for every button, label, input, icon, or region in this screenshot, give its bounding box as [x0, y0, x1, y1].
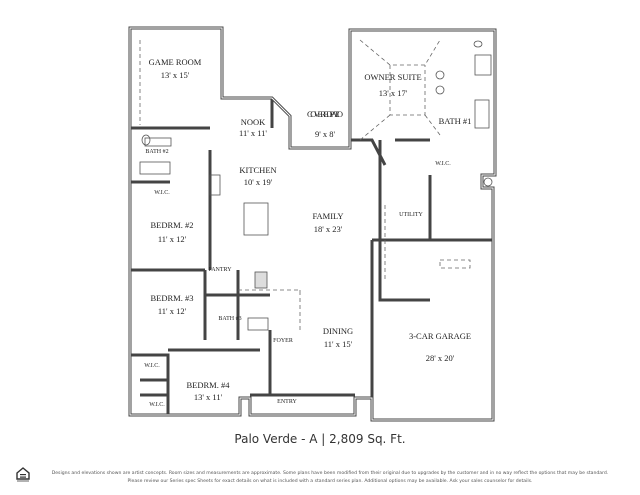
svg-text:3-CAR GARAGE: 3-CAR GARAGE [409, 331, 471, 341]
room-name: COVERED PATIO [307, 109, 343, 119]
room-name: W.I.C. [149, 402, 165, 408]
room-size: 18' x 23' [314, 224, 343, 234]
room-size: 11' x 15' [324, 339, 353, 349]
svg-text:BEDRM. #4: BEDRM. #4 [187, 380, 231, 390]
plan-title: Palo Verde - A | 2,809 Sq. Ft. [234, 432, 406, 446]
room-name: KITCHEN [239, 165, 276, 175]
room-name: ENTRY [277, 399, 297, 405]
room-name: FOYER [273, 338, 293, 344]
svg-text:11' x 11': 11' x 11' [239, 128, 267, 138]
svg-text:W.I.C.: W.I.C. [144, 363, 160, 369]
svg-text:11' x 12': 11' x 12' [158, 306, 187, 316]
svg-text:28' x 20': 28' x 20' [426, 353, 455, 363]
svg-text:COVERED PATIO: COVERED PATIO [307, 109, 343, 119]
svg-text:BATH #2: BATH #2 [145, 149, 168, 155]
svg-text:11' x 15': 11' x 15' [324, 339, 353, 349]
svg-text:W.I.C.: W.I.C. [154, 190, 170, 196]
fixtures [139, 40, 493, 331]
room-size: 13' x 17' [379, 88, 408, 98]
room-size: 11' x 12' [158, 234, 187, 244]
room-size: 13' x 11' [194, 392, 223, 402]
svg-text:13' x 11': 13' x 11' [194, 392, 223, 402]
room-name: W.I.C. [154, 190, 170, 196]
room-labels: GAME ROOM 13' x 15' NOOK 11' x 11' COVER… [144, 57, 471, 408]
room-size: 11' x 11' [239, 128, 267, 138]
room-size: 10' x 19' [244, 177, 273, 187]
room-name: W.I.C. [435, 161, 451, 167]
disclaimer-line-1: Designs and elevations shown are artist … [51, 471, 609, 476]
svg-text:KITCHEN: KITCHEN [239, 165, 276, 175]
room-name: BATH #1 [439, 116, 472, 126]
room-name: BATH #2 [145, 149, 168, 155]
svg-text:GAME ROOM: GAME ROOM [149, 57, 202, 67]
svg-text:11' x 12': 11' x 12' [158, 234, 187, 244]
room-size: 28' x 20' [426, 353, 455, 363]
svg-text:W.I.C.: W.I.C. [435, 161, 451, 167]
svg-text:W.I.C.: W.I.C. [149, 402, 165, 408]
room-name: BEDRM. #2 [151, 220, 194, 230]
svg-text:10' x 19': 10' x 19' [244, 177, 273, 187]
room-size: 9' x 8' [315, 129, 336, 139]
kitchen-island [243, 202, 269, 236]
room-name: BEDRM. #3 [151, 293, 194, 303]
svg-text:9' x 8': 9' x 8' [315, 129, 336, 139]
room-name: FAMILY [312, 211, 343, 221]
svg-text:13' x 17': 13' x 17' [379, 88, 408, 98]
room-name: PANTRY [208, 267, 232, 273]
room-name: W.I.C. [144, 363, 160, 369]
svg-text:BEDRM. #3: BEDRM. #3 [151, 293, 194, 303]
room-name: DINING [323, 326, 353, 336]
svg-text:13' x 15': 13' x 15' [161, 70, 190, 80]
room-name: GAME ROOM [149, 57, 202, 67]
svg-text:UTILITY: UTILITY [399, 212, 423, 218]
disclaimer-line-2: Please review our Series spec Sheets for… [127, 479, 533, 484]
svg-text:FAMILY: FAMILY [312, 211, 343, 221]
svg-text:DINING: DINING [323, 326, 353, 336]
svg-text:18' x 23': 18' x 23' [314, 224, 343, 234]
room-size: 11' x 12' [158, 306, 187, 316]
equal-housing-logo-icon [16, 467, 30, 482]
room-name: UTILITY [399, 212, 423, 218]
svg-text:OWNER SUITE: OWNER SUITE [364, 72, 421, 82]
svg-text:NOOK: NOOK [241, 117, 266, 127]
dashed-lines [139, 39, 471, 330]
room-name: 3-CAR GARAGE [409, 331, 471, 341]
room-name: OWNER SUITE [364, 72, 421, 82]
shower [474, 54, 492, 76]
svg-text:PANTRY: PANTRY [208, 267, 232, 273]
svg-text:FOYER: FOYER [273, 338, 293, 344]
room-size: 13' x 15' [161, 70, 190, 80]
room-name: NOOK [241, 117, 266, 127]
svg-text:BATH #1: BATH #1 [439, 116, 472, 126]
svg-text:BEDRM. #2: BEDRM. #2 [151, 220, 194, 230]
tub [474, 99, 490, 129]
room-name: BATH #3 [218, 316, 241, 322]
range [209, 174, 221, 196]
svg-text:ENTRY: ENTRY [277, 399, 297, 405]
room-name: BEDRM. #4 [187, 380, 231, 390]
svg-text:BATH #3: BATH #3 [218, 316, 241, 322]
